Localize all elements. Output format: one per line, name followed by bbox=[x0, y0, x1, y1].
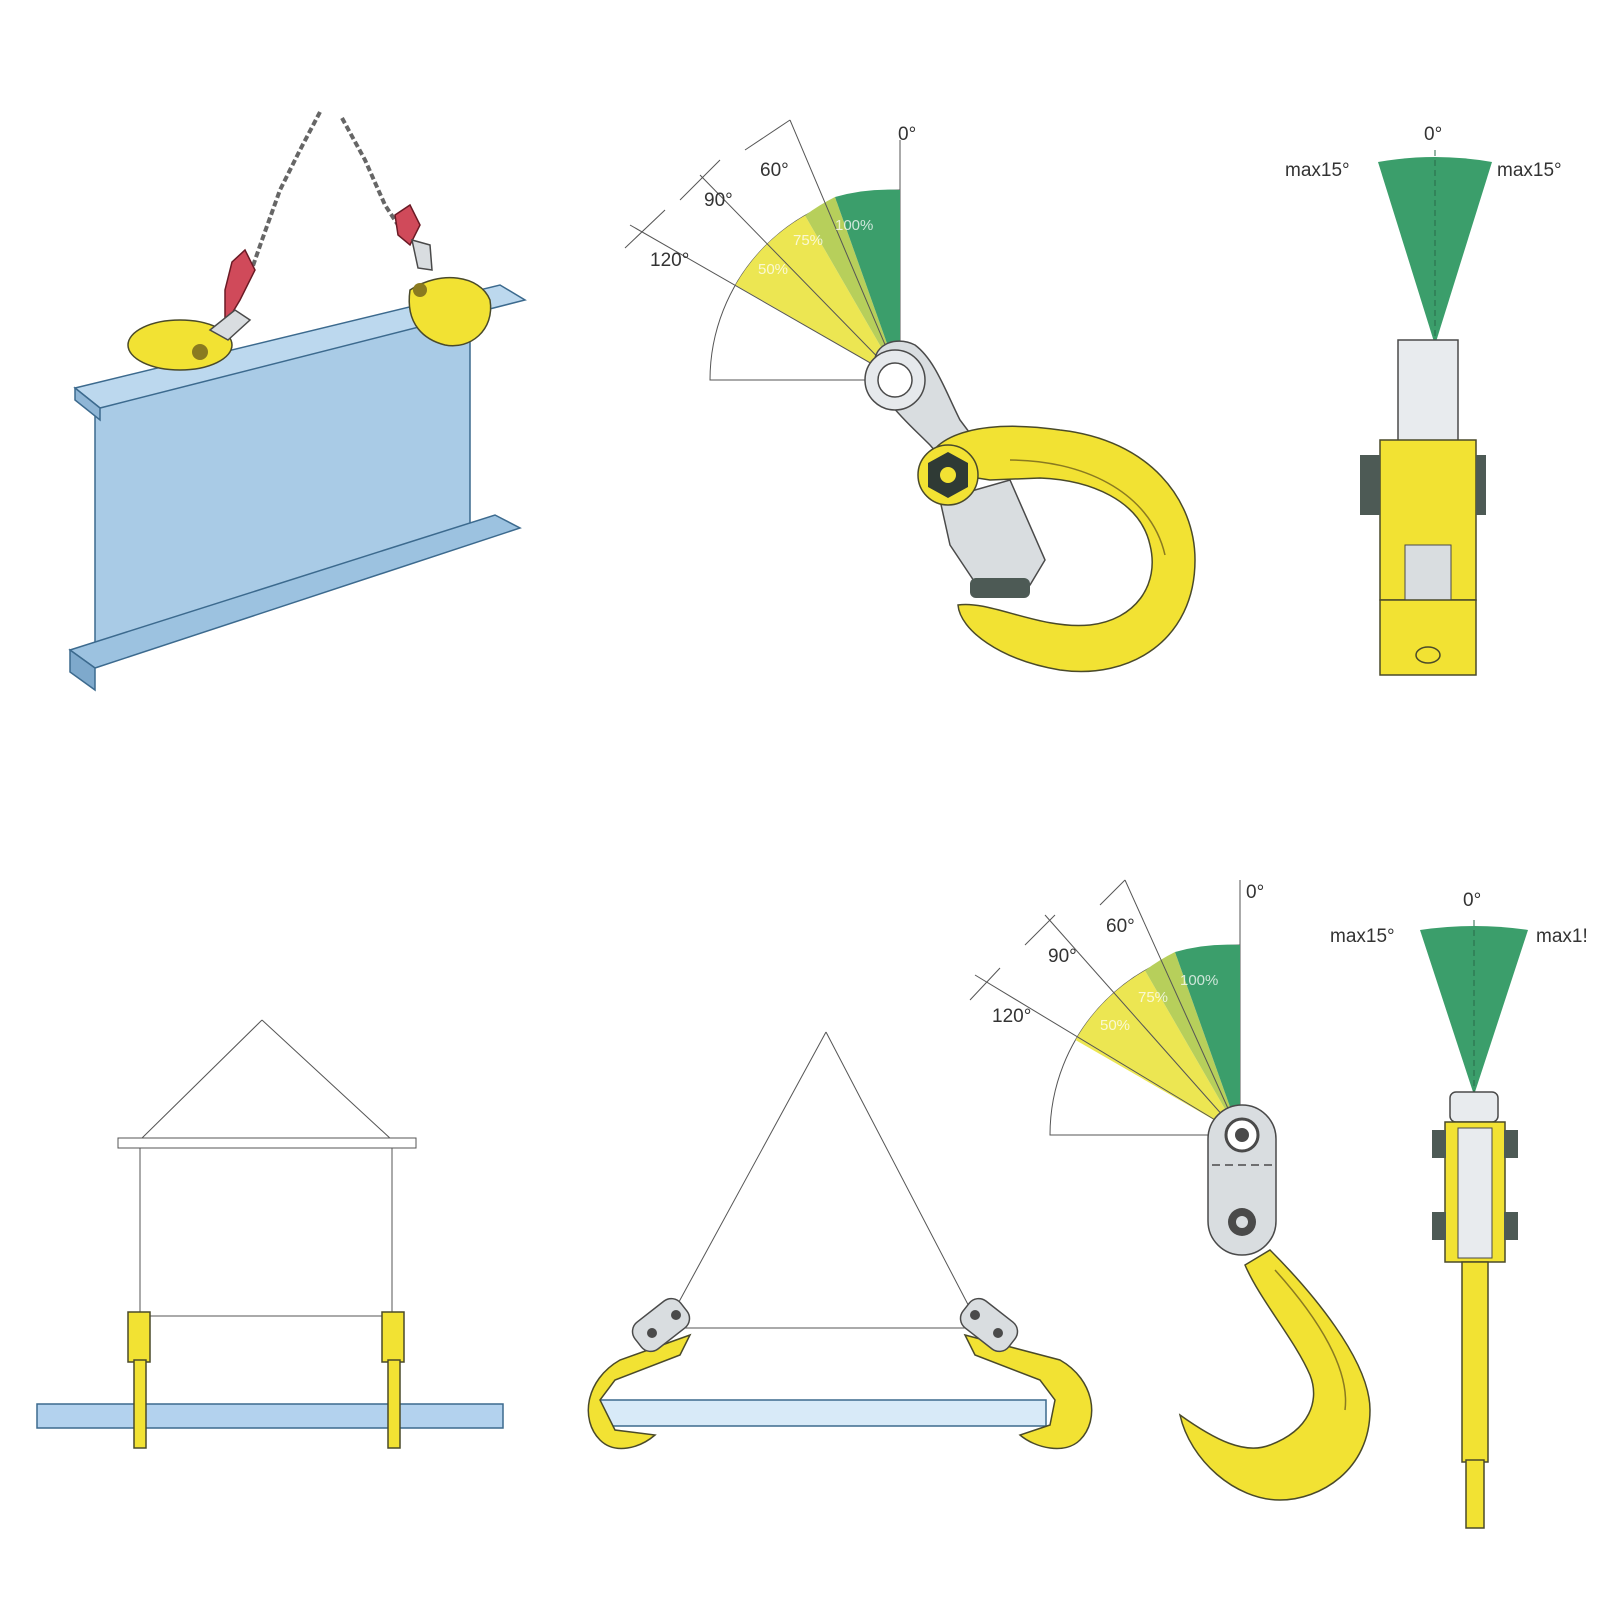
bottom-fan-50-percent-label: 50% bbox=[1100, 1017, 1130, 1034]
hook-body bbox=[924, 425, 1196, 673]
side-max-right-label: max15° bbox=[1497, 160, 1562, 181]
lifting-chain-right bbox=[340, 117, 402, 230]
bottom-sector-100-percent bbox=[1175, 944, 1240, 1135]
hook-clamp-right bbox=[959, 1297, 1093, 1450]
side-zero-label: 0° bbox=[1424, 124, 1442, 145]
bottom-side-zero-label: 0° bbox=[1463, 890, 1481, 911]
ibeam-top-flange-front bbox=[74, 386, 101, 422]
left-beam-clamp bbox=[127, 248, 256, 371]
bottom-side-max-right-label: max1! bbox=[1536, 926, 1588, 947]
fan-zero-label: 0° bbox=[898, 124, 916, 145]
bottom-fan-60-label: 60° bbox=[1106, 916, 1135, 937]
top-hook-clamp bbox=[864, 340, 1196, 673]
fan-100-percent-label: 100% bbox=[835, 217, 873, 234]
bottom-fan-100-percent-label: 100% bbox=[1180, 972, 1218, 989]
sector-100-percent bbox=[835, 189, 900, 380]
bottom-angle-fan: 0° 60° 90° 120° 100% 75% 50% bbox=[969, 879, 1264, 1136]
bottom-open-hook bbox=[1178, 1104, 1371, 1501]
bottom-side-max-left-label: max15° bbox=[1330, 926, 1395, 947]
open-hook-body bbox=[1178, 1249, 1371, 1501]
bottom-fan-90-label: 90° bbox=[1048, 946, 1077, 967]
triangle-sling-illustration bbox=[587, 1031, 1093, 1450]
sector-50-percent bbox=[735, 215, 900, 380]
top-side-view: 0° max15° max15° bbox=[1285, 124, 1562, 676]
fan-75-percent-label: 75% bbox=[793, 232, 823, 249]
ibeam-bottom-flange-front bbox=[69, 648, 96, 692]
bottom-fan-120-label: 120° bbox=[992, 1006, 1031, 1027]
plate-clamp-left bbox=[127, 1311, 151, 1449]
bottom-sector-50-percent bbox=[1075, 970, 1240, 1135]
sector-75-percent bbox=[805, 197, 900, 380]
ibeam-lifting-illustration bbox=[68, 111, 527, 692]
lifting-chain-left bbox=[246, 111, 322, 281]
flat-plate bbox=[36, 1403, 504, 1429]
bottom-side-view: 0° max15° max1! bbox=[1330, 890, 1588, 1529]
fan-90-label: 90° bbox=[704, 190, 733, 211]
bottom-sector-75-percent bbox=[1145, 952, 1240, 1135]
bottom-fan-75-percent-label: 75% bbox=[1138, 989, 1168, 1006]
fan-50-percent-label: 50% bbox=[758, 261, 788, 278]
hook-clamp-left bbox=[587, 1297, 692, 1450]
fan-60-label: 60° bbox=[760, 160, 789, 181]
top-angle-fan: 0° 60° 90° 120° 100% 75% 50% bbox=[624, 119, 916, 381]
fan-120-label: 120° bbox=[650, 250, 689, 271]
spreader-bar bbox=[117, 1137, 417, 1149]
spreader-beam-illustration bbox=[36, 1019, 504, 1449]
plate-clamp-right bbox=[381, 1311, 405, 1449]
lifted-plate bbox=[599, 1399, 1047, 1427]
bottom-fan-zero-label: 0° bbox=[1246, 882, 1264, 903]
right-beam-clamp bbox=[394, 203, 492, 347]
side-max-left-label: max15° bbox=[1285, 160, 1350, 181]
